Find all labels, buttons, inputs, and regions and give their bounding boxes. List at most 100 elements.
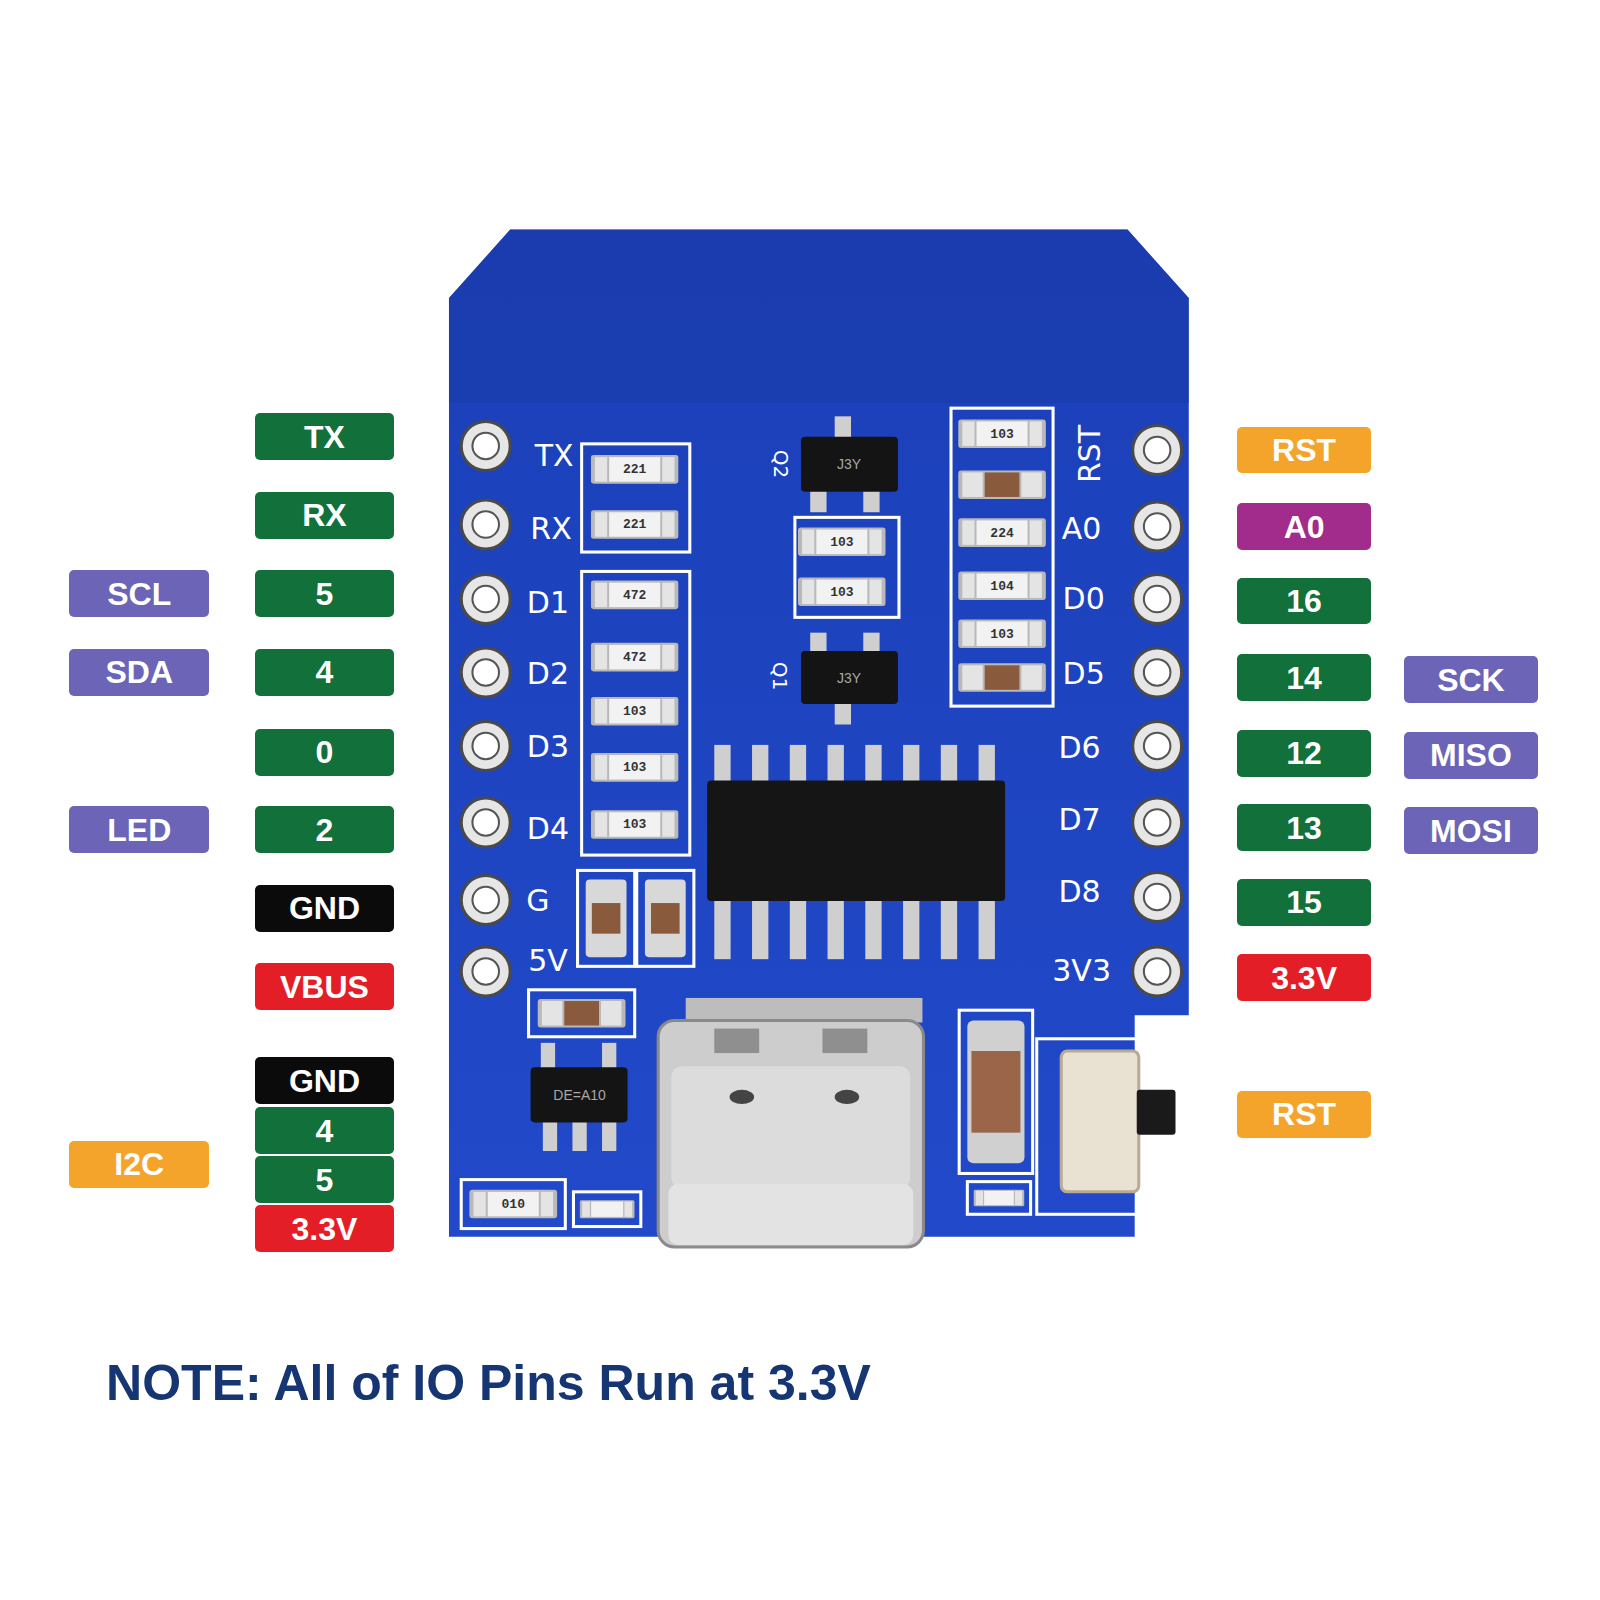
pin-label: GND bbox=[289, 1065, 360, 1097]
component-code: 103 bbox=[623, 705, 646, 718]
pin-label: 3.3V bbox=[1271, 962, 1337, 994]
pin-label: TX bbox=[304, 421, 345, 453]
pin-badge: 5 bbox=[255, 1156, 394, 1203]
silkscreen-label: D1 bbox=[527, 588, 569, 618]
transistors bbox=[801, 416, 898, 724]
pin-hole-centers bbox=[472, 433, 1170, 985]
antenna-area bbox=[449, 230, 1189, 403]
pin-label: SCK bbox=[1437, 664, 1505, 696]
pin-badge: 14 bbox=[1237, 654, 1372, 701]
component-code: 103 bbox=[830, 535, 853, 548]
silkscreen-label: D0 bbox=[1063, 584, 1105, 614]
silkscreen-label: Q1 bbox=[770, 661, 790, 689]
component-marking: J3Y bbox=[837, 671, 861, 685]
pin-badge: MOSI bbox=[1404, 807, 1538, 854]
pin-label: GND bbox=[289, 892, 360, 924]
pin-label: RST bbox=[1272, 434, 1336, 466]
silkscreen-label: 5V bbox=[528, 946, 568, 976]
silkscreen-label: D5 bbox=[1063, 659, 1105, 689]
pin-label: SDA bbox=[105, 656, 173, 688]
component-code: 103 bbox=[990, 627, 1013, 640]
component-code: 104 bbox=[990, 579, 1013, 592]
pin-holes bbox=[461, 421, 1181, 995]
usb-c-connector bbox=[658, 998, 923, 1247]
silkscreen-label: D4 bbox=[527, 814, 569, 844]
component-code: 221 bbox=[623, 463, 646, 476]
pin-badge: 0 bbox=[255, 729, 394, 776]
pin-badge: RX bbox=[255, 492, 394, 539]
pin-badge: 13 bbox=[1237, 804, 1372, 851]
pin-label: 4 bbox=[316, 1115, 334, 1147]
silkscreen-outlines bbox=[461, 408, 1139, 1228]
pin-badge: 4 bbox=[255, 1107, 394, 1154]
pin-badge: 12 bbox=[1237, 730, 1372, 777]
pin-badge: GND bbox=[255, 885, 394, 932]
pin-badge: RST bbox=[1237, 1091, 1372, 1138]
silkscreen-label: G bbox=[526, 886, 549, 916]
pcb-outline bbox=[449, 230, 1189, 1237]
pin-label: MOSI bbox=[1430, 815, 1512, 847]
silkscreen-label: D3 bbox=[527, 732, 569, 762]
pin-label: 5 bbox=[316, 1164, 334, 1196]
pin-label: VBUS bbox=[280, 971, 369, 1003]
component-code: 221 bbox=[623, 518, 646, 531]
note-text: NOTE: bbox=[106, 1358, 262, 1408]
component-code: 224 bbox=[990, 526, 1013, 539]
pin-label: MISO bbox=[1430, 739, 1512, 771]
pin-badge: TX bbox=[255, 413, 394, 460]
pin-label: 5 bbox=[316, 578, 334, 610]
voltage-regulator bbox=[531, 1043, 628, 1151]
pin-label: RX bbox=[302, 499, 346, 531]
pin-label: I2C bbox=[114, 1148, 164, 1180]
pin-label: RST bbox=[1272, 1098, 1336, 1130]
pin-label: 0 bbox=[316, 736, 334, 768]
component-marking: DE=A10 bbox=[553, 1088, 606, 1102]
pin-label: 13 bbox=[1286, 812, 1322, 844]
pin-badge: SDA bbox=[69, 649, 209, 696]
ch340-chip bbox=[707, 745, 1005, 959]
silkscreen-label: 3V3 bbox=[1052, 956, 1111, 986]
note-text: All of IO Pins Run at 3.3V bbox=[273, 1358, 870, 1408]
silkscreen-label: RST bbox=[1075, 425, 1105, 483]
pin-label: 12 bbox=[1286, 737, 1322, 769]
silkscreen-label: D6 bbox=[1058, 733, 1100, 763]
component-code: 103 bbox=[623, 818, 646, 831]
component-code: 010 bbox=[502, 1198, 525, 1211]
pin-label: 3.3V bbox=[292, 1213, 358, 1245]
pin-label: A0 bbox=[1284, 511, 1325, 543]
silkscreen-label: TX bbox=[535, 441, 574, 471]
silkscreen-label: D2 bbox=[527, 659, 569, 689]
pin-badge: MISO bbox=[1404, 732, 1538, 779]
component-code: 472 bbox=[623, 651, 646, 664]
pin-badge: 15 bbox=[1237, 879, 1372, 926]
pin-badge: SCL bbox=[69, 570, 209, 617]
resistors bbox=[469, 419, 1046, 1218]
pin-label: SCL bbox=[107, 578, 171, 610]
pin-badge: 5 bbox=[255, 570, 394, 617]
silkscreen-label: Q2 bbox=[771, 450, 791, 478]
pin-label: 4 bbox=[316, 656, 334, 688]
pin-label: 2 bbox=[316, 814, 334, 846]
silkscreen-label: RX bbox=[530, 514, 571, 544]
pin-badge: GND bbox=[255, 1057, 394, 1104]
silkscreen-label: D8 bbox=[1058, 877, 1100, 907]
reset-button bbox=[1061, 1051, 1175, 1192]
pin-label: 16 bbox=[1286, 585, 1322, 617]
component-marking: J3Y bbox=[837, 457, 861, 471]
pin-label: 15 bbox=[1286, 886, 1322, 918]
silkscreen-label: D7 bbox=[1058, 805, 1100, 835]
pin-badge: SCK bbox=[1404, 656, 1538, 703]
component-code: 472 bbox=[623, 588, 646, 601]
pin-label: 14 bbox=[1286, 662, 1322, 694]
silkscreen-label: A0 bbox=[1062, 514, 1102, 544]
pin-badge: I2C bbox=[69, 1141, 209, 1188]
pin-badge: 16 bbox=[1237, 578, 1372, 625]
pin-badge: VBUS bbox=[255, 963, 394, 1010]
pin-badge: 3.3V bbox=[1237, 954, 1372, 1001]
pin-badge: A0 bbox=[1237, 503, 1372, 550]
component-code: 103 bbox=[830, 585, 853, 598]
pin-badge: 2 bbox=[255, 806, 394, 853]
pin-label: LED bbox=[107, 814, 171, 846]
pin-badge: LED bbox=[69, 806, 209, 853]
